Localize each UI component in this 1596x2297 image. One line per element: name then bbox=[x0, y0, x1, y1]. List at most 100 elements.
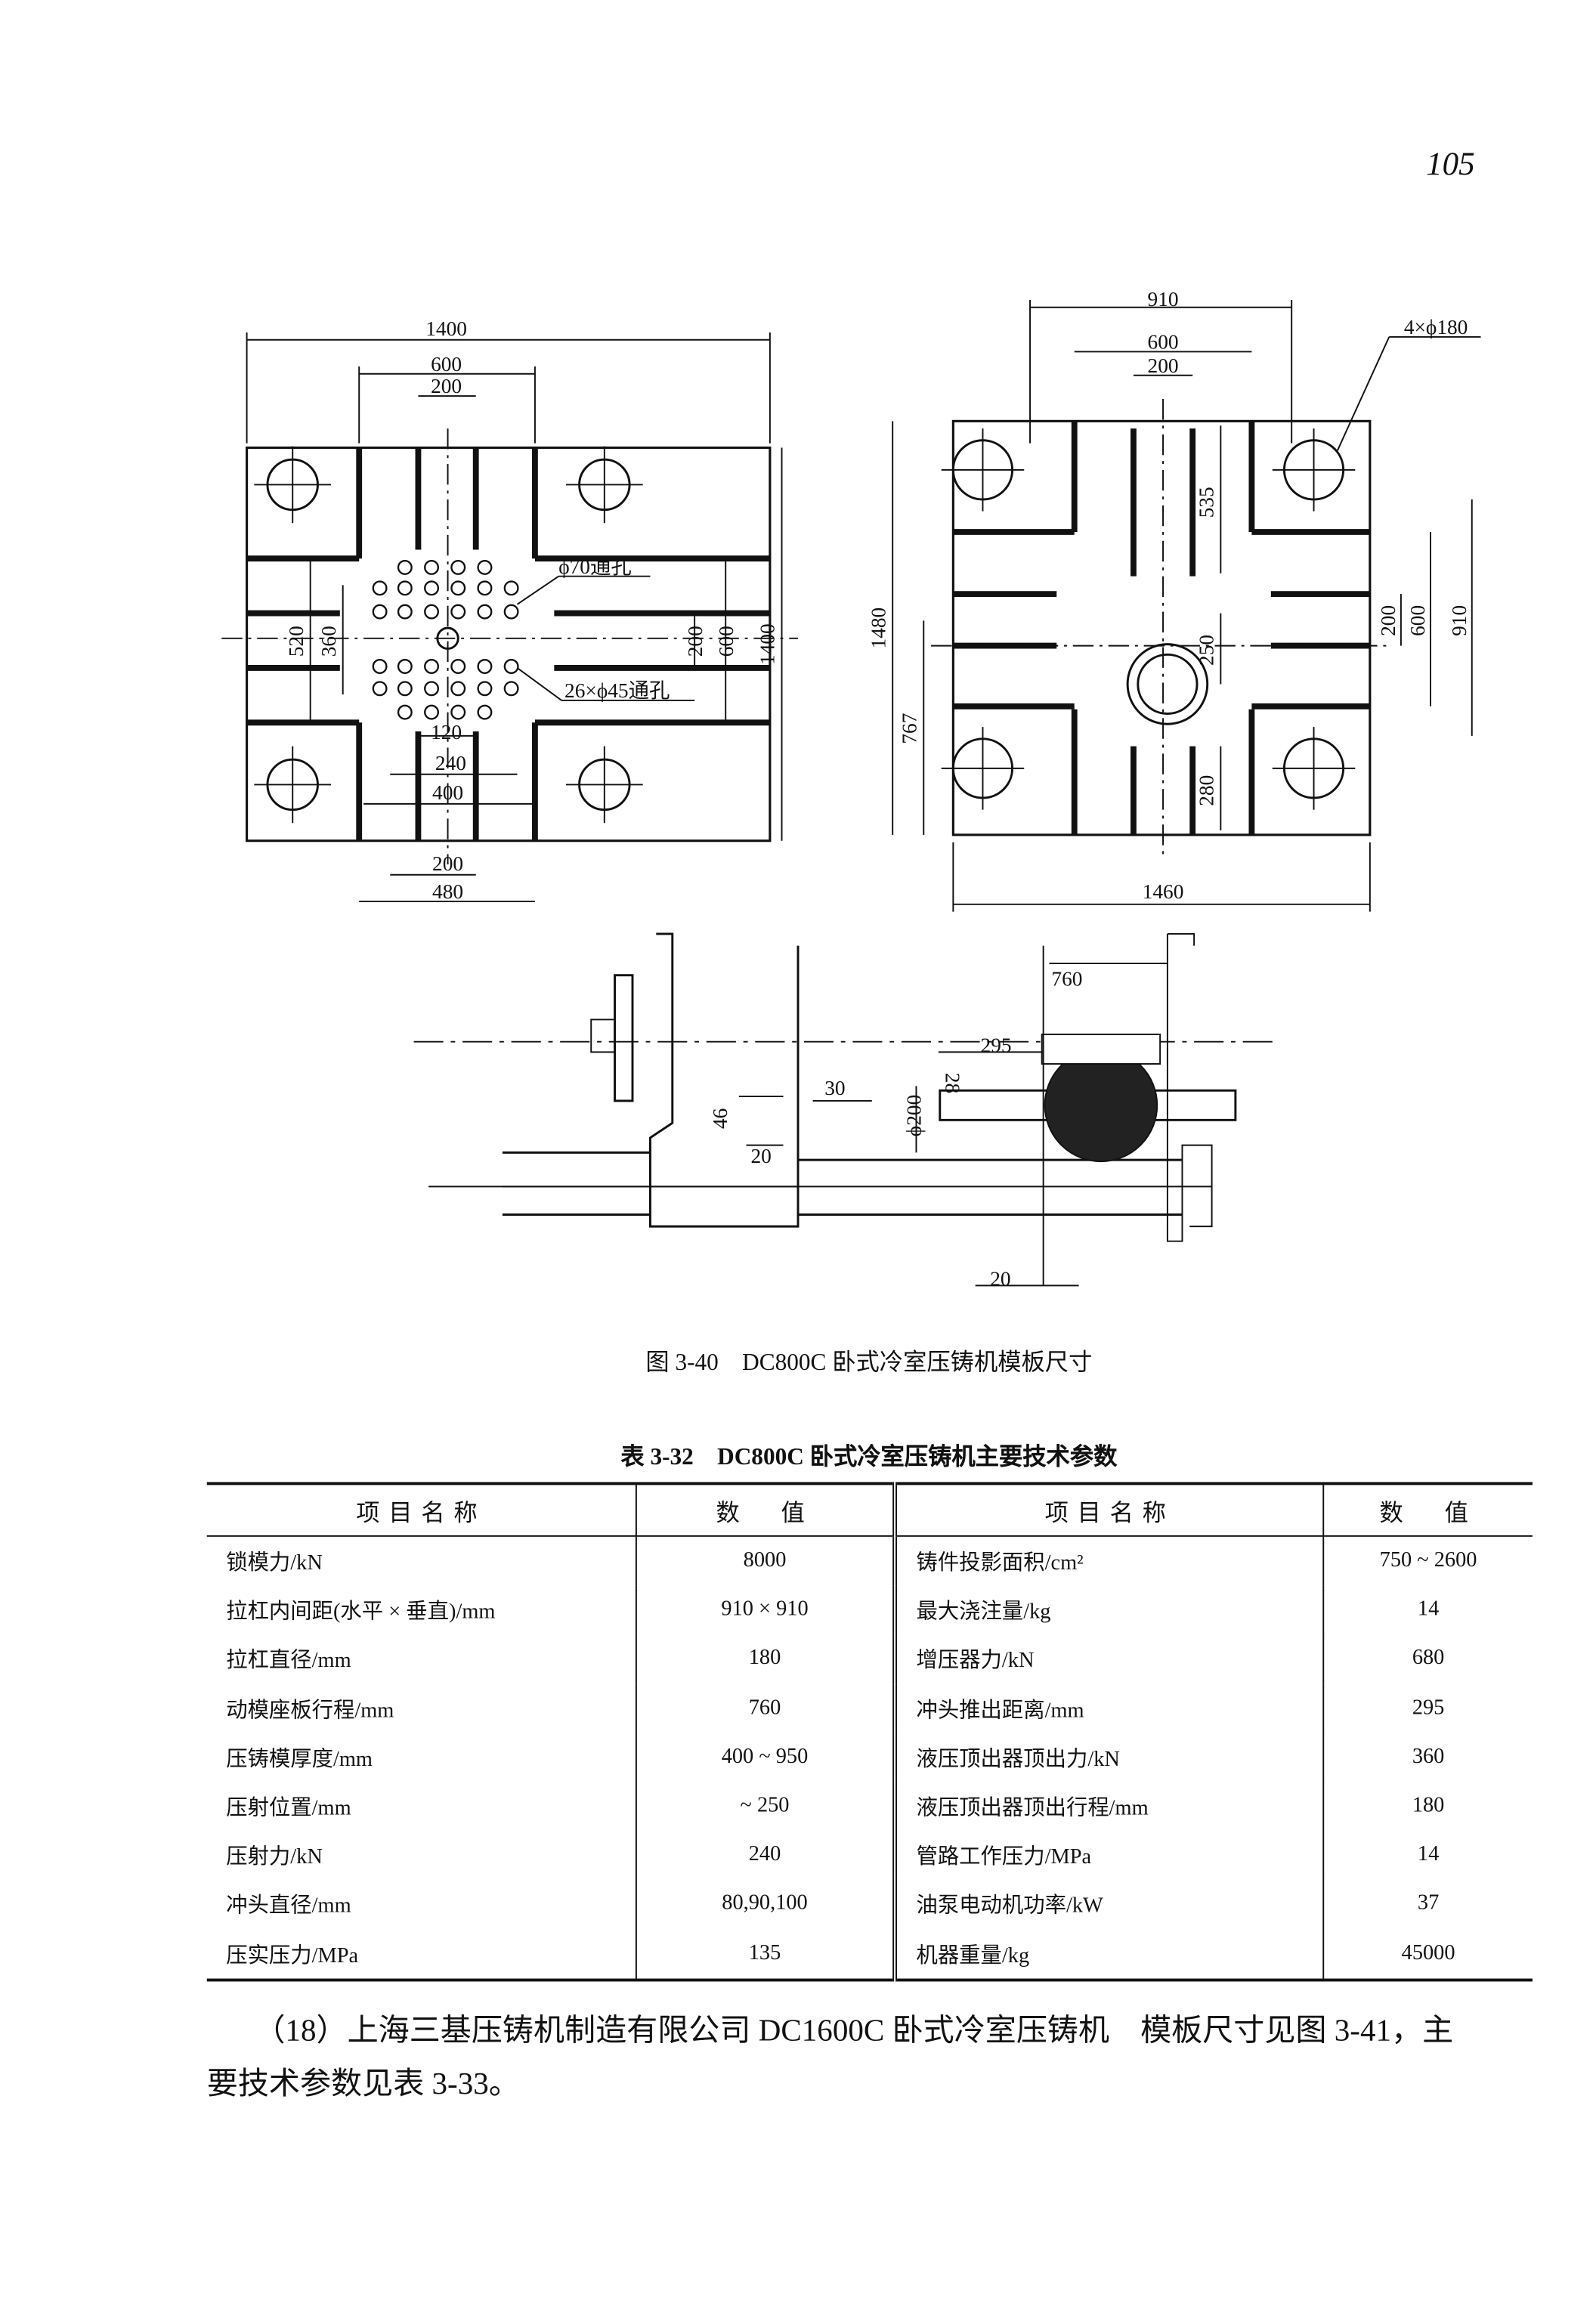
item-value: 180 bbox=[636, 1634, 898, 1684]
item-name: 拉杠直径/mm bbox=[206, 1634, 637, 1684]
item-value: 180 bbox=[1412, 1794, 1445, 1818]
side-view: 760 295 30 28 ϕ200 46 20 20 bbox=[413, 932, 1279, 1290]
ejector-hole bbox=[503, 659, 519, 674]
dim-label: 250 bbox=[1195, 635, 1218, 666]
dim-label: 20 bbox=[990, 1267, 1010, 1290]
right-plate: 910 600 200 1480 767 535 250 280 200 600… bbox=[867, 288, 1481, 912]
ejector-hole bbox=[397, 604, 413, 620]
item-value: 360 bbox=[1412, 1745, 1445, 1769]
ejector-hole bbox=[424, 559, 440, 575]
dim-label: 200 bbox=[431, 375, 462, 397]
ejector-hole bbox=[503, 604, 519, 620]
item-name: 压射位置/mm bbox=[206, 1782, 637, 1832]
item-name: 压铸模厚度/mm bbox=[206, 1733, 637, 1782]
item-value: 8000 bbox=[636, 1535, 898, 1586]
ejector-hole bbox=[397, 681, 413, 697]
table-header-row: 项目名称 数 值 项目名称 数 值 bbox=[206, 1483, 1533, 1537]
dim-label: 910 bbox=[1148, 288, 1179, 311]
ejector-hole bbox=[477, 604, 493, 620]
ejector-hole bbox=[397, 704, 413, 720]
dim-label: 1460 bbox=[1143, 880, 1184, 903]
dim-label: 910 bbox=[1448, 605, 1471, 636]
dim-label: 600 bbox=[1406, 605, 1429, 636]
figure-drawing: 1400 600 200 1400 600 200 520 360 120 24… bbox=[221, 288, 1481, 1290]
dim-label: 295 bbox=[981, 1034, 1012, 1056]
dim-label: 1400 bbox=[425, 317, 467, 340]
table-title: 表 3-32 DC800C 卧式冷室压铸机主要技术参数 bbox=[620, 1445, 1118, 1470]
dim-label: 535 bbox=[1195, 487, 1218, 518]
ejector-hole bbox=[424, 580, 440, 596]
page-number: 105 bbox=[1426, 144, 1475, 182]
dim-label: 520 bbox=[285, 626, 308, 657]
dim-label: 200 bbox=[684, 626, 707, 657]
hole-note: ϕ70通孔 bbox=[558, 555, 631, 578]
left-plate: 1400 600 200 1400 600 200 520 360 120 24… bbox=[221, 317, 799, 903]
ejector-hole bbox=[372, 681, 388, 697]
header-value: 数 值 bbox=[636, 1483, 898, 1537]
ejector-hole bbox=[450, 604, 466, 620]
ejector-hole bbox=[372, 604, 388, 620]
item-value: 14 bbox=[1417, 1597, 1440, 1622]
item-name: 最大浇注量/kg bbox=[895, 1585, 1325, 1635]
ejector-hole bbox=[450, 704, 466, 720]
header-item-name: 项目名称 bbox=[206, 1483, 637, 1537]
ejector-hole bbox=[397, 559, 413, 575]
item-value: 135 bbox=[636, 1929, 898, 1980]
item-value: 760 bbox=[636, 1683, 898, 1733]
ejector-hole bbox=[450, 580, 466, 596]
ejector-hole bbox=[372, 659, 388, 674]
hole-note: 26×ϕ45通孔 bbox=[564, 679, 670, 702]
dim-label: 120 bbox=[431, 721, 462, 744]
item-name: 动模座板行程/mm bbox=[206, 1683, 637, 1733]
header-value: 数 值 bbox=[1323, 1483, 1533, 1537]
dim-label: 767 bbox=[898, 713, 920, 744]
ejector-hole bbox=[450, 681, 466, 697]
ejector-hole bbox=[477, 704, 493, 720]
dim-label: 200 bbox=[1148, 354, 1179, 377]
body-paragraph: （18）上海三基压铸机制造有限公司 DC1600C 卧式冷室压铸机 模板尺寸见图… bbox=[207, 2004, 1537, 2110]
item-name: 液压顶出器顶出行程/mm bbox=[895, 1782, 1325, 1832]
figure-caption: 图 3-40 DC800C 卧式冷室压铸机模板尺寸 bbox=[645, 1350, 1093, 1376]
item-value: 240 bbox=[636, 1831, 898, 1881]
dim-label: 1480 bbox=[867, 607, 889, 649]
item-value: 910 × 910 bbox=[636, 1585, 898, 1635]
item-name: 冲头直径/mm bbox=[206, 1880, 637, 1930]
ejector-hole bbox=[397, 580, 413, 596]
item-name: 冲头推出距离/mm bbox=[895, 1683, 1325, 1733]
ejector-hole bbox=[424, 704, 440, 720]
paragraph-line: （18）上海三基压铸机制造有限公司 DC1600C 卧式冷室压铸机 模板尺寸见图… bbox=[254, 2012, 1454, 2048]
item-value: 680 bbox=[1412, 1646, 1445, 1671]
dim-label: 600 bbox=[431, 353, 462, 376]
dim-label: ϕ200 bbox=[902, 1095, 925, 1136]
ejector-hole bbox=[477, 659, 493, 674]
dim-label: 200 bbox=[432, 852, 463, 875]
item-value: ~ 250 bbox=[636, 1782, 898, 1832]
item-name: 管路工作压力/MPa bbox=[895, 1831, 1325, 1881]
item-value: 400 ~ 950 bbox=[636, 1733, 898, 1782]
ejector-hole bbox=[450, 559, 466, 575]
ejector-hole bbox=[503, 681, 519, 697]
ejector-hole bbox=[503, 580, 519, 596]
item-name: 压射力/kN bbox=[206, 1831, 637, 1881]
paragraph-line: 要技术参数见表 3-33。 bbox=[206, 2065, 520, 2101]
ejector-hole bbox=[424, 681, 440, 697]
item-name: 压实压力/MPa bbox=[206, 1929, 637, 1980]
item-value: 80,90,100 bbox=[636, 1880, 898, 1930]
ejector-hole bbox=[397, 659, 413, 674]
item-name: 锁模力/kN bbox=[206, 1535, 637, 1586]
item-value: 295 bbox=[1412, 1696, 1445, 1720]
ejector-hole bbox=[424, 604, 440, 620]
item-value: 45000 bbox=[1401, 1940, 1455, 1965]
ejector-hole bbox=[477, 681, 493, 697]
tie-bar-note: 4×ϕ180 bbox=[1404, 316, 1468, 339]
item-value: 37 bbox=[1417, 1891, 1440, 1916]
dim-label: 360 bbox=[317, 626, 340, 657]
dim-label: 480 bbox=[432, 880, 463, 903]
